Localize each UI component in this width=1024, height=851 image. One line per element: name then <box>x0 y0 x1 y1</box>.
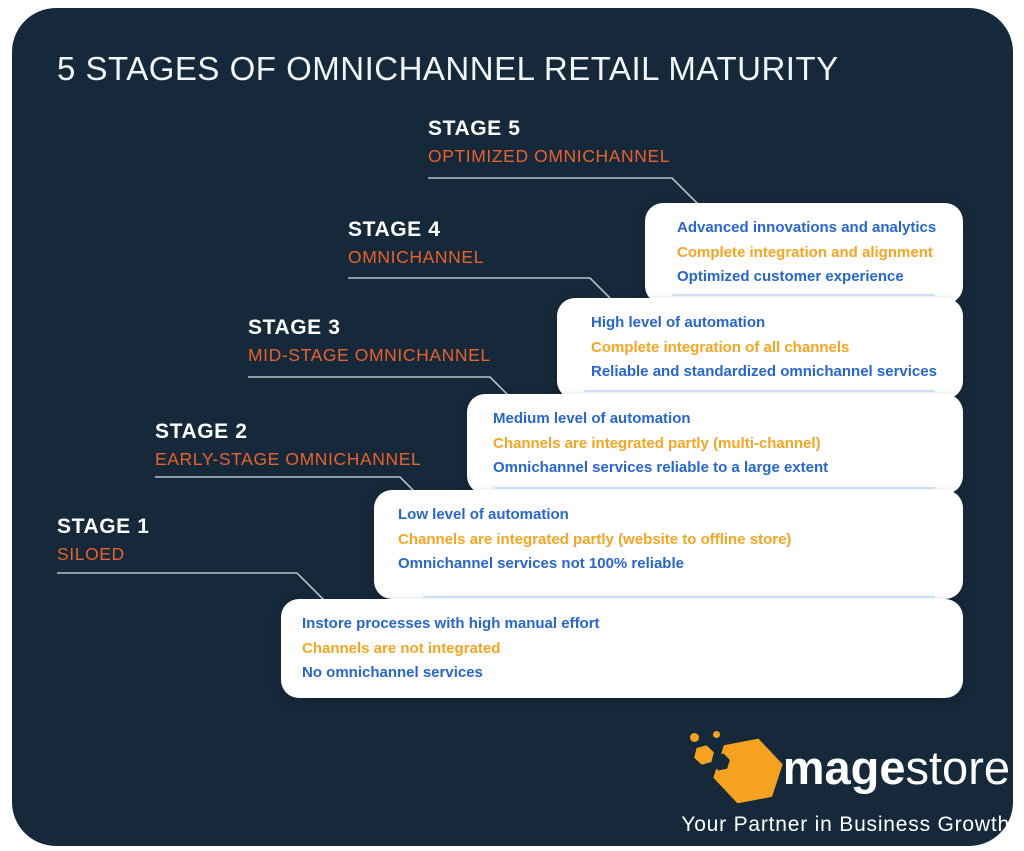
stage5-point-2: Complete integration and alignment <box>677 243 933 261</box>
stage5-point-3: Optimized customer experience <box>677 268 904 285</box>
card-divider-2 <box>584 390 935 392</box>
stage1-point-3: No omnichannel services <box>302 664 483 681</box>
stage4-point-1: High level of automation <box>591 314 766 331</box>
stage3-label-group: STAGE 3 MID-STAGE OMNICHANNEL <box>248 315 491 367</box>
stage2-point-3: Omnichannel services not 100% reliable <box>398 555 684 572</box>
stage4-label-group: STAGE 4 OMNICHANNEL <box>348 217 484 269</box>
stage1-title: STAGE 1 <box>57 515 150 538</box>
hex-large <box>708 729 788 813</box>
card-divider-3 <box>494 487 935 489</box>
stage3-title: STAGE 3 <box>248 316 341 339</box>
stage4-point-3: Reliable and standardized omnichannel se… <box>591 363 937 380</box>
stage1-point-2: Channels are not integrated <box>302 639 501 657</box>
stage2-card: Low level of automation Channels are int… <box>374 490 963 599</box>
wordmark-store: store <box>905 740 1011 794</box>
stage2-point-2: Channels are integrated partly (website … <box>398 530 792 548</box>
stage2-label-group: STAGE 2 EARLY-STAGE OMNICHANNEL <box>155 419 421 471</box>
stage1-point-1: Instore processes with high manual effor… <box>302 615 600 632</box>
stage3-point-1: Medium level of automation <box>493 410 691 427</box>
stage3-point-2: Channels are integrated partly (multi-ch… <box>493 434 821 452</box>
hex-dot-small <box>689 733 699 742</box>
page-title: 5 STAGES OF OMNICHANNEL RETAIL MATURITY <box>57 50 839 88</box>
stage5-label-group: STAGE 5 OPTIMIZED OMNICHANNEL <box>428 116 670 168</box>
logo-tagline: Your Partner in Business Growth <box>681 813 1010 836</box>
stage3-card: Medium level of automation Channels are … <box>467 394 963 494</box>
stage4-card: High level of automation Complete integr… <box>557 298 963 399</box>
stage4-title: STAGE 4 <box>348 218 441 241</box>
stage1-subtitle: SILOED <box>57 544 125 564</box>
stage5-card: Advanced innovations and analytics Compl… <box>645 203 963 304</box>
stage2-subtitle: EARLY-STAGE OMNICHANNEL <box>155 449 422 469</box>
hex-dot-tiny <box>712 731 720 738</box>
stage1-label-group: STAGE 1 SILOED <box>57 514 150 566</box>
magestore-hexagon-icon <box>687 731 783 803</box>
stage1-card: Instore processes with high manual effor… <box>281 599 963 698</box>
stage5-point-1: Advanced innovations and analytics <box>677 219 937 236</box>
stage2-title: STAGE 2 <box>155 420 248 443</box>
wordmark-mage: mage <box>782 740 906 794</box>
magestore-logo: magestore Your Partner in Business Growt… <box>630 731 1010 837</box>
hex-medium <box>693 743 715 767</box>
magestore-wordmark: magestore <box>783 744 1010 791</box>
card-divider-1 <box>672 294 935 296</box>
stage3-subtitle: MID-STAGE OMNICHANNEL <box>248 345 491 365</box>
stage5-subtitle: OPTIMIZED OMNICHANNEL <box>428 146 671 166</box>
stage2-point-1: Low level of automation <box>398 506 569 523</box>
stage3-point-3: Omnichannel services reliable to a large… <box>493 459 829 476</box>
stage5-title: STAGE 5 <box>428 117 521 140</box>
stage4-point-2: Complete integration of all channels <box>591 338 850 356</box>
card-divider-4 <box>423 596 935 598</box>
stage4-subtitle: OMNICHANNEL <box>348 247 484 267</box>
